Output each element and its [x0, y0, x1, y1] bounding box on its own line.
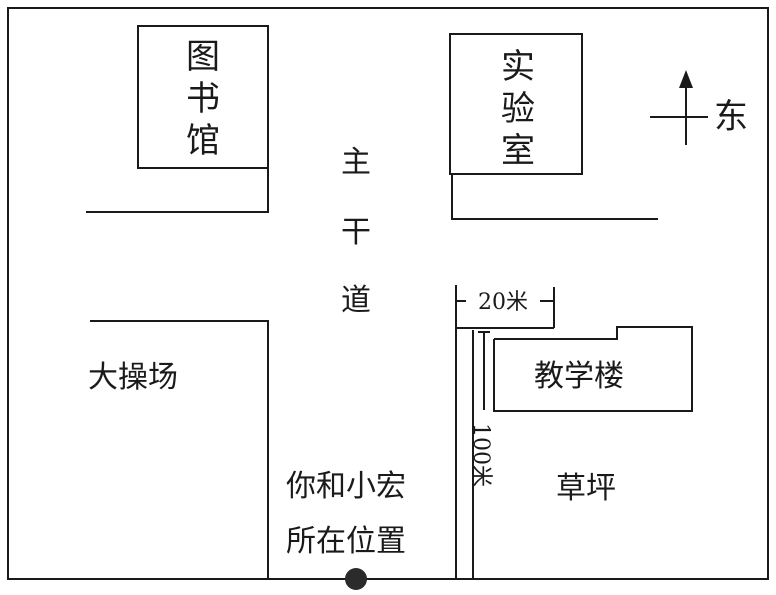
main-road-char-3: 道	[341, 283, 371, 318]
main-road-char-2: 干	[341, 215, 371, 250]
position-label-line2: 所在位置	[286, 524, 406, 559]
library-road-edge	[86, 168, 269, 213]
laboratory-outline	[449, 33, 583, 175]
playground-edge	[90, 320, 269, 579]
laboratory-char-3: 室	[501, 131, 535, 171]
current-position: 你和小宏 所在位置	[286, 469, 406, 590]
laboratory-road-edge	[451, 174, 658, 220]
compass: 东	[650, 70, 748, 145]
playground-label: 大操场	[88, 360, 178, 395]
teaching-building: 教学楼	[493, 326, 693, 412]
library-outline	[137, 25, 269, 169]
laboratory-char-1: 实	[501, 47, 535, 87]
arrow-up-icon	[679, 70, 693, 88]
teaching-building-label: 教学楼	[534, 359, 624, 394]
main-road-char-1: 主	[341, 145, 371, 180]
main-road-label: 主 干 道	[341, 145, 371, 318]
compass-east-label: 东	[714, 97, 748, 137]
lawn-label: 草坪	[556, 471, 616, 506]
width-label: 20米	[478, 290, 528, 315]
position-marker-icon	[345, 568, 367, 590]
laboratory-char-2: 验	[501, 89, 535, 129]
laboratory: 实 验 室	[449, 33, 658, 220]
library-char-2: 书	[186, 79, 220, 119]
length-label: 100米	[468, 423, 493, 487]
campus-boundary	[7, 7, 769, 580]
position-label-line1: 你和小宏	[286, 469, 406, 504]
library-char-1: 图	[186, 37, 220, 77]
teaching-building-outline	[493, 326, 693, 412]
width-marker: 20米	[456, 287, 555, 329]
library-char-3: 馆	[186, 121, 220, 161]
playground: 大操场	[88, 320, 269, 579]
library: 图 书 馆	[86, 25, 269, 213]
length-marker: 100米	[468, 331, 493, 487]
